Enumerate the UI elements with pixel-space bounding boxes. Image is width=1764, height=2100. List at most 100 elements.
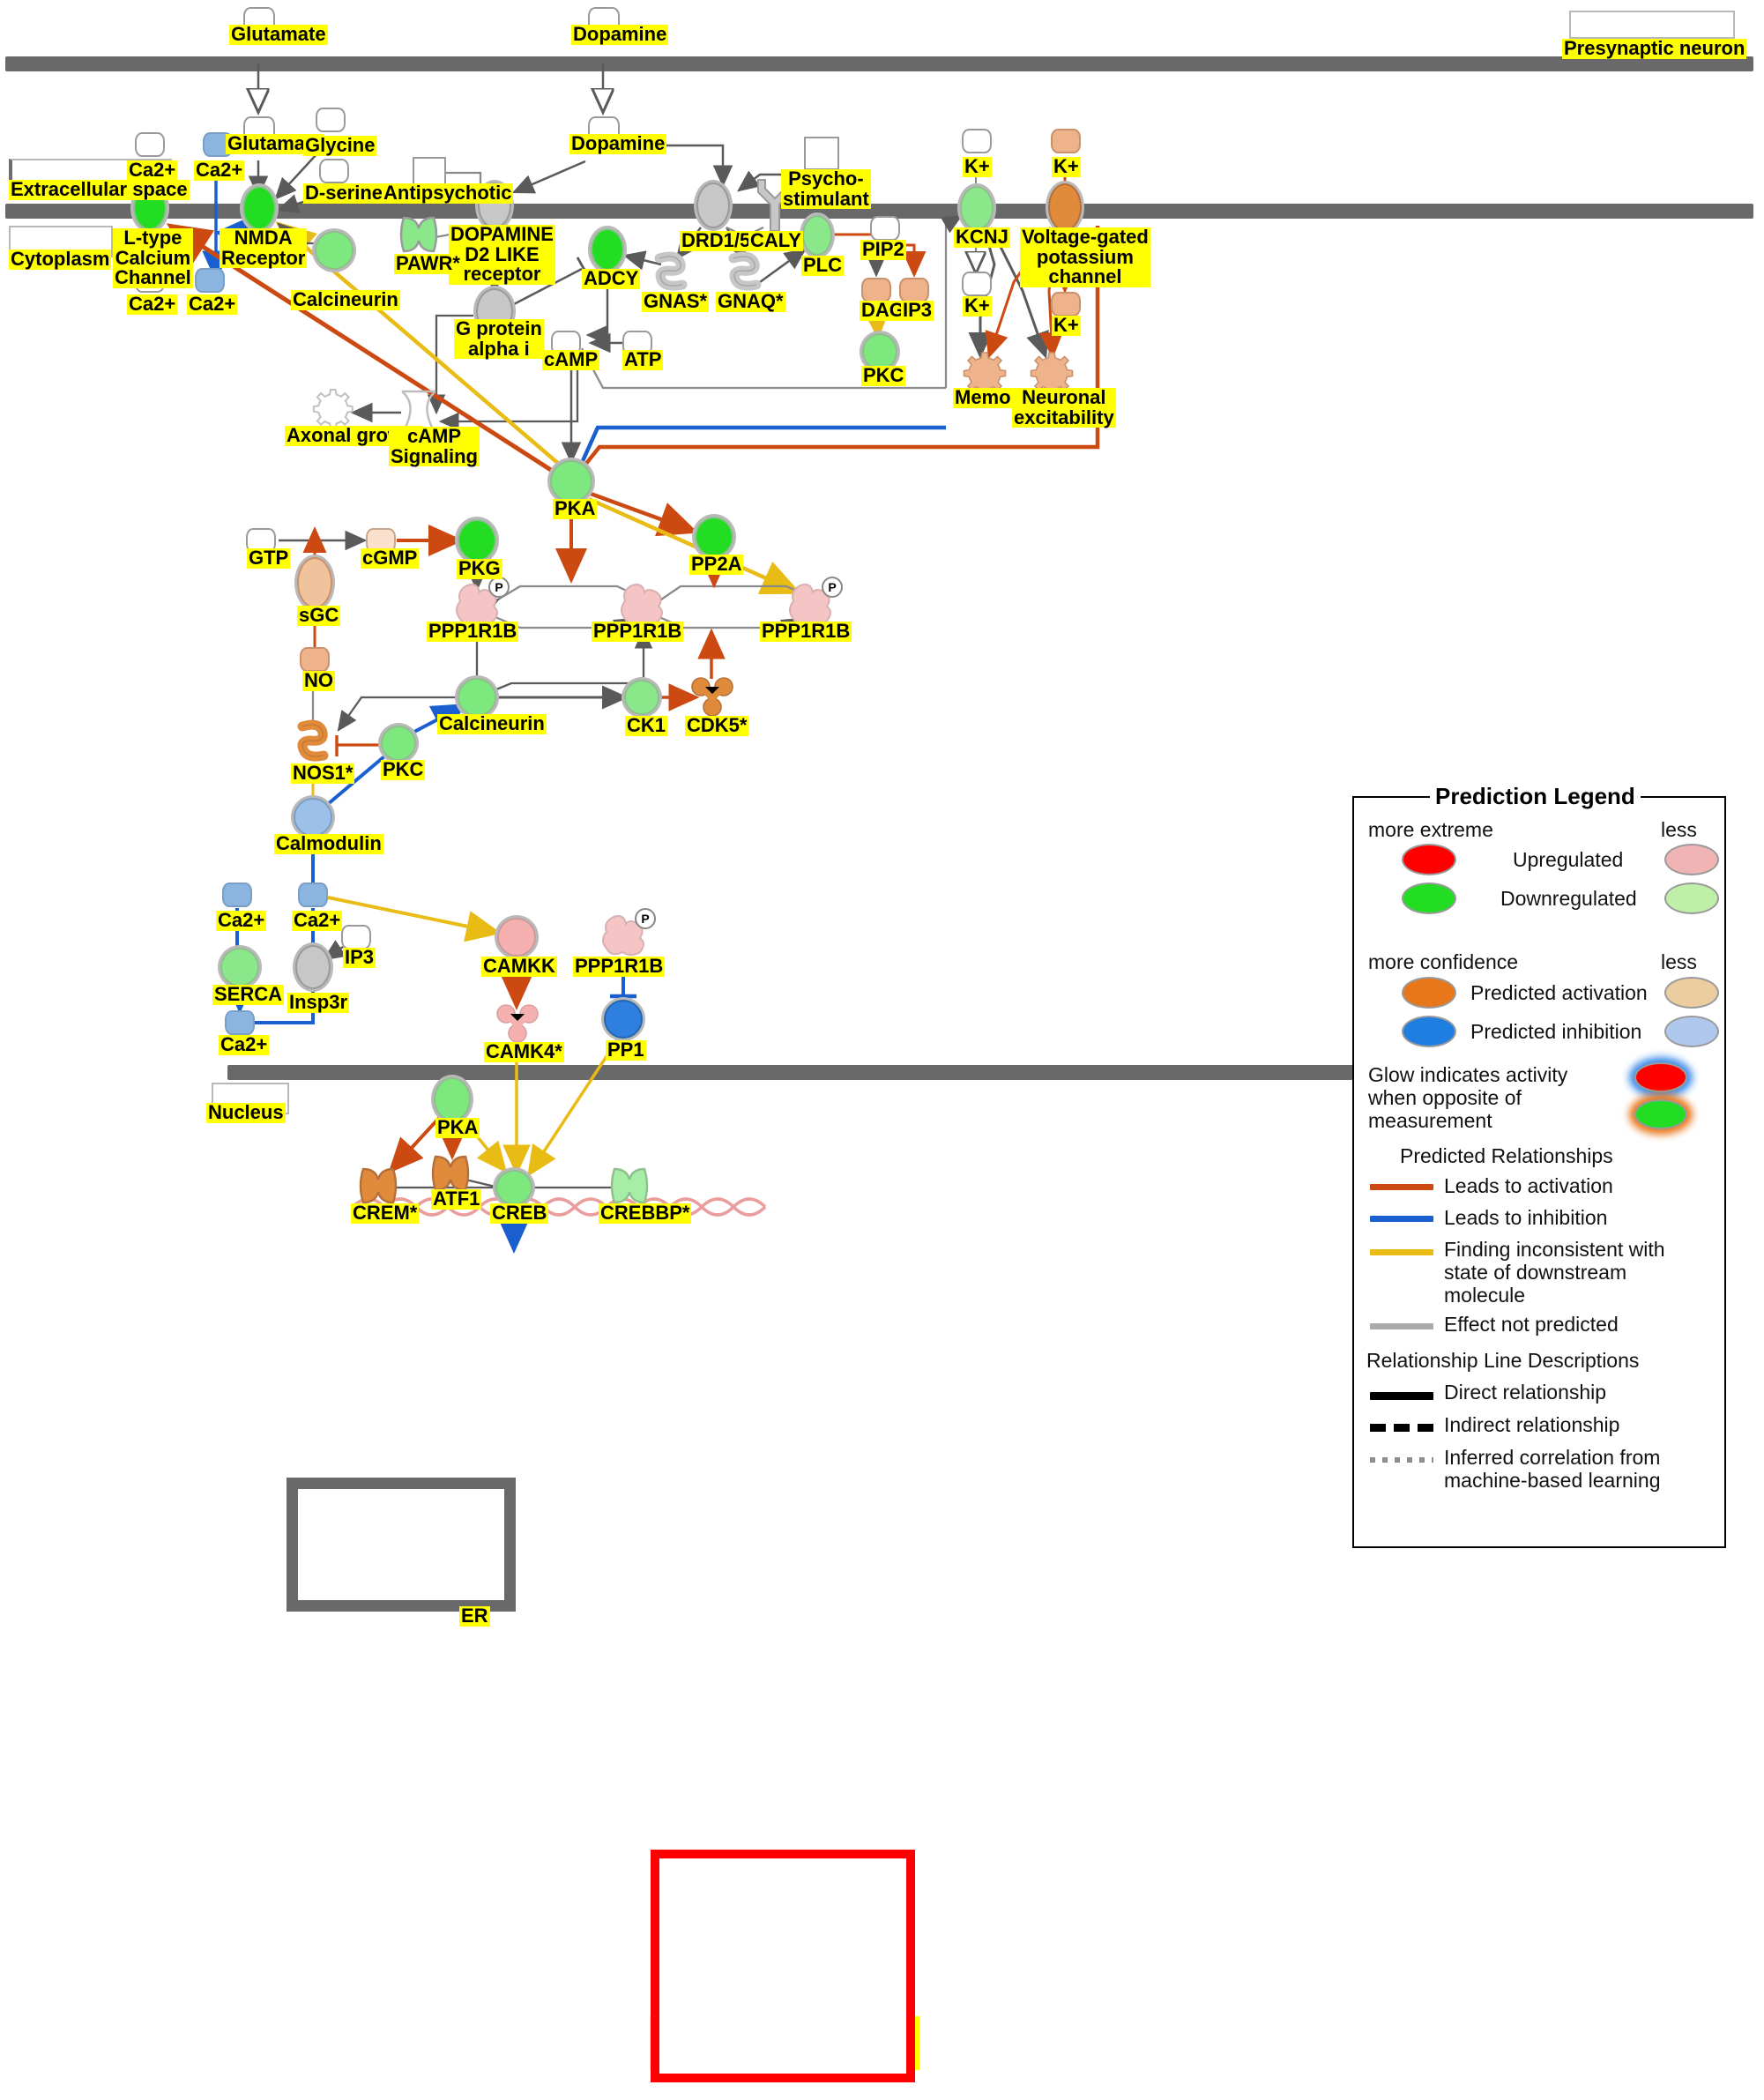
legend-predicted-activation: Predicted activation — [1470, 981, 1648, 1004]
node-ck1[interactable] — [624, 680, 659, 715]
label-ca2plus-out-2: Ca2+ — [194, 159, 245, 181]
label-atf1: ATF1 — [431, 1188, 482, 1210]
label-ca2plus-out-1: Ca2+ — [127, 159, 178, 181]
label-dopamine-in: Dopamine — [569, 132, 667, 154]
label-cytoplasm: Cytoplasm — [9, 248, 112, 270]
node-nmda-receptor[interactable] — [242, 186, 276, 230]
legend-swatch-inhibition-extreme — [1402, 1016, 1456, 1047]
node-ca2plus-er[interactable] — [225, 1010, 255, 1035]
label-adcy: ADCY — [582, 267, 641, 289]
label-ppp1r1b-1: PPP1R1B — [427, 620, 519, 642]
label-calcineurin-mid: Calcineurin — [437, 712, 547, 734]
node-glycine[interactable] — [316, 108, 346, 132]
node-psychostimulant[interactable] — [804, 137, 839, 170]
legend-swatch-upregulated-extreme — [1402, 844, 1456, 875]
legend-effect-not-predicted: Effect not predicted — [1444, 1313, 1619, 1336]
legend-less-2: less — [1661, 950, 1697, 973]
label-insp3r: Insp3r — [287, 991, 350, 1013]
node-ca2plus-cytoplasm-2[interactable] — [195, 268, 225, 293]
label-gnas: GNAS* — [642, 290, 710, 312]
label-camp-chemical: cAMP — [542, 348, 600, 370]
node-pkc-mid[interactable] — [381, 726, 416, 761]
highlight-box-expression — [651, 1850, 915, 2082]
legend-predicted-relationships-heading: Predicted Relationships — [1400, 1144, 1613, 1167]
legend-line-descriptions-heading: Relationship Line Descriptions — [1366, 1349, 1640, 1372]
legend-finding-inconsistent: Finding inconsistent with state of downs… — [1444, 1238, 1665, 1307]
node-pip2[interactable] — [870, 216, 900, 241]
node-serca[interactable] — [220, 948, 259, 987]
label-kcnj: KCNJ — [954, 226, 1010, 248]
node-calcineurin-top[interactable] — [315, 231, 354, 270]
label-camkk: CAMKK — [481, 955, 557, 977]
node-kcnj[interactable] — [960, 186, 994, 230]
label-ppp1r1b-3: PPP1R1B — [760, 620, 852, 642]
legend-line-direct — [1370, 1392, 1433, 1400]
node-camk4-trimer-icon[interactable] — [495, 1003, 540, 1046]
node-crebbp-dimer-icon[interactable] — [609, 1165, 650, 1206]
label-voltage-gated-potassium-channel: Voltage-gated potassium channel — [1020, 226, 1150, 288]
label-pip2: PIP2 — [860, 238, 906, 260]
label-dopamine-d2-like-receptor: DOPAMINE D2 LIKE receptor — [449, 223, 555, 286]
node-pp1[interactable] — [604, 1000, 643, 1039]
legend-inferred-correlation: Inferred correlation from machine-based … — [1444, 1446, 1661, 1492]
label-pp1: PP1 — [606, 1039, 646, 1061]
node-pawr-dimer-icon[interactable] — [398, 214, 439, 255]
node-cdk5-trimer-icon[interactable] — [690, 675, 734, 719]
label-kplus-out-1: K+ — [963, 155, 992, 177]
node-d-serine[interactable] — [319, 159, 349, 183]
node-pka-cytoplasm[interactable] — [550, 460, 592, 503]
node-nos1-gprotein-icon[interactable] — [294, 719, 336, 767]
label-ip3-top: IP3 — [901, 299, 934, 321]
label-nmda-receptor: NMDA Receptor — [220, 227, 308, 269]
label-ca2plus-cy-2: Ca2+ — [292, 909, 343, 931]
legend-line-inconsistent — [1370, 1249, 1433, 1255]
node-plc[interactable] — [802, 215, 832, 256]
label-pawr: PAWR* — [394, 252, 462, 274]
node-kplus-cytoplasm-2[interactable] — [1051, 292, 1081, 316]
node-drd1-5[interactable] — [696, 182, 730, 228]
node-gnas-gprotein-icon[interactable] — [651, 251, 695, 295]
node-sgc[interactable] — [297, 557, 332, 608]
label-gnaq: GNAQ* — [716, 290, 785, 312]
node-ca2plus-cytosol-left[interactable] — [222, 882, 252, 907]
label-pka-nucleus: PKA — [435, 1116, 480, 1138]
node-no[interactable] — [300, 647, 330, 672]
label-ppp1r1b-2: PPP1R1B — [592, 620, 684, 642]
node-ca2plus-cytosol-mid[interactable] — [298, 882, 328, 907]
node-creb[interactable] — [495, 1170, 532, 1205]
label-sgc: sGC — [297, 604, 341, 626]
node-crem-dimer-icon[interactable] — [358, 1165, 398, 1206]
legend-leads-to-inhibition: Leads to inhibition — [1444, 1206, 1608, 1229]
label-nos1: NOS1* — [291, 762, 355, 784]
label-pp2a: PP2A — [689, 553, 744, 575]
node-kplus-cytoplasm-1[interactable] — [962, 272, 992, 296]
legend-swatch-activation-extreme — [1402, 977, 1456, 1009]
node-camkk[interactable] — [497, 918, 536, 957]
node-pkg[interactable] — [458, 519, 496, 562]
node-kplus-extracellular-2[interactable] — [1051, 129, 1081, 153]
node-calcineurin-mid[interactable] — [458, 678, 496, 717]
node-pka-nucleus[interactable] — [434, 1077, 471, 1121]
node-insp3r[interactable] — [295, 945, 331, 989]
label-kplus-in-2: K+ — [1052, 314, 1081, 336]
prediction-legend: Prediction Legend more extreme less Upre… — [1352, 783, 1726, 1548]
presynaptic-membrane — [5, 56, 1753, 71]
node-gnaq-gprotein-icon[interactable] — [725, 251, 769, 295]
label-antipsychotic: Antipsychotic — [382, 182, 514, 204]
node-adcy[interactable] — [591, 228, 624, 271]
er-compartment — [287, 1478, 516, 1612]
label-ppp1r1b-4: PPP1R1B — [573, 955, 666, 977]
label-caly: CALY — [748, 229, 803, 251]
label-cdk5: CDK5* — [685, 714, 749, 736]
node-calmodulin[interactable] — [294, 798, 332, 837]
node-pp2a[interactable] — [695, 517, 733, 557]
label-l-type-calcium-channel: L-type Calcium Channel — [113, 227, 193, 289]
legend-upregulated: Upregulated — [1513, 848, 1624, 871]
label-g-protein-alpha-i: G protein alpha i — [454, 317, 544, 360]
node-voltage-gated-potassium-channel[interactable] — [1048, 183, 1082, 231]
legend-less-1: less — [1661, 818, 1697, 841]
label-pkc-mid: PKC — [381, 758, 426, 780]
node-kplus-extracellular-1[interactable] — [962, 129, 992, 153]
node-ca2plus-extracellular-1[interactable] — [135, 132, 165, 157]
